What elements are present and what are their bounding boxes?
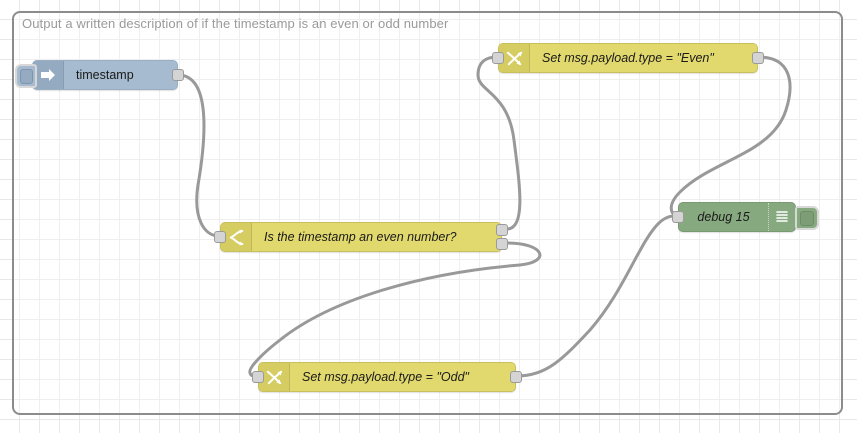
debug-node-label: debug 15 <box>679 203 769 231</box>
debug-enable-button[interactable] <box>795 206 819 230</box>
switch-input-port-0[interactable] <box>214 231 226 243</box>
switch-branch-icon <box>221 223 252 251</box>
change-swap-icon <box>259 363 290 391</box>
inject-output-port-0[interactable] <box>172 69 184 81</box>
change-odd-input-port-0[interactable] <box>252 371 264 383</box>
change-odd-label: Set msg.payload.type = "Odd" <box>290 363 515 391</box>
node-debug-15[interactable]: debug 15 <box>672 202 819 232</box>
debug-lines-icon <box>769 203 795 231</box>
switch-output-port-0[interactable] <box>496 224 508 236</box>
change-even-output-port-0[interactable] <box>752 52 764 64</box>
inject-trigger-button[interactable] <box>15 64 37 88</box>
inject-node-label: timestamp <box>64 61 177 89</box>
debug-input-port-0[interactable] <box>672 211 684 223</box>
change-odd-output-port-0[interactable] <box>510 371 522 383</box>
inject-arrow-icon <box>33 61 64 89</box>
switch-output-port-1[interactable] <box>496 238 508 250</box>
switch-node-label: Is the timestamp an even number? <box>252 223 501 251</box>
change-even-label: Set msg.payload.type = "Even" <box>530 44 757 72</box>
debug-enable-glyph <box>800 210 814 226</box>
change-even-input-port-0[interactable] <box>492 52 504 64</box>
inject-trigger-glyph <box>19 68 33 84</box>
node-change-odd[interactable]: Set msg.payload.type = "Odd" <box>252 362 522 392</box>
change-swap-icon <box>499 44 530 72</box>
node-switch-even-check[interactable]: Is the timestamp an even number? <box>214 222 508 252</box>
node-inject-timestamp[interactable]: timestamp <box>15 60 184 90</box>
node-change-even[interactable]: Set msg.payload.type = "Even" <box>492 43 764 73</box>
node-group-label: Output a written description of if the t… <box>22 16 449 31</box>
